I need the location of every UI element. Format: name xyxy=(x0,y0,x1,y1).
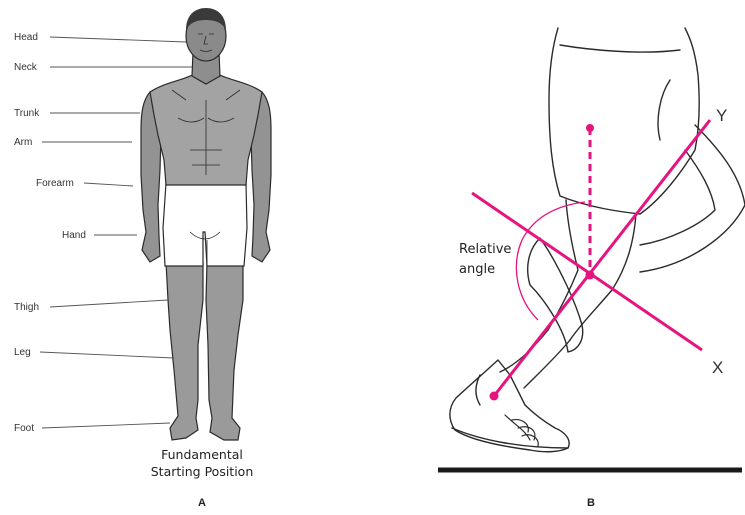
caption-line-1: Fundamental xyxy=(161,447,243,462)
shoe-laces xyxy=(505,415,538,446)
angle-label-line-1: Relative xyxy=(459,242,511,257)
label-arm: Arm xyxy=(14,137,32,148)
leader-forearm xyxy=(84,183,133,186)
left-leg xyxy=(166,262,203,440)
label-forearm: Forearm xyxy=(36,178,74,189)
label-head: Head xyxy=(14,32,38,43)
label-leg: Leg xyxy=(14,347,31,358)
axis-y-label: Y xyxy=(716,106,727,125)
label-trunk: Trunk xyxy=(14,108,40,119)
joint-point xyxy=(586,271,595,280)
human-figure xyxy=(141,8,271,440)
label-thigh: Thigh xyxy=(14,302,39,313)
label-neck: Neck xyxy=(14,62,38,73)
shorts-hem-detail xyxy=(560,45,680,140)
ankle-point xyxy=(490,392,499,401)
panel-label-a: A xyxy=(198,497,206,509)
axis-x-label: X xyxy=(712,358,723,377)
shorts-outline xyxy=(549,28,699,214)
right-leg xyxy=(206,262,243,440)
axis-y-line xyxy=(494,120,710,396)
label-hand: Hand xyxy=(62,230,86,241)
panel-a: Head Neck Trunk Arm Forearm Hand Thigh L… xyxy=(14,8,271,509)
angle-label-line-2: angle xyxy=(459,262,495,277)
shoe-sole xyxy=(452,428,568,448)
leader-leg xyxy=(40,352,174,358)
leader-thigh xyxy=(50,300,168,307)
leader-head xyxy=(50,37,186,42)
shorts xyxy=(163,183,247,266)
label-foot: Foot xyxy=(14,423,34,434)
leader-foot xyxy=(42,423,170,428)
panel-b: Y X Relative angle B xyxy=(438,28,745,509)
rear-thigh xyxy=(640,125,745,272)
top-reference-point xyxy=(586,124,594,132)
front-shin xyxy=(500,330,570,388)
panel-label-b: B xyxy=(587,497,595,509)
axis-x-line xyxy=(472,193,702,350)
leg-outline xyxy=(450,28,745,452)
body-labels: Head Neck Trunk Arm Forearm Hand Thigh L… xyxy=(14,32,86,434)
caption-line-2: Starting Position xyxy=(151,464,254,479)
